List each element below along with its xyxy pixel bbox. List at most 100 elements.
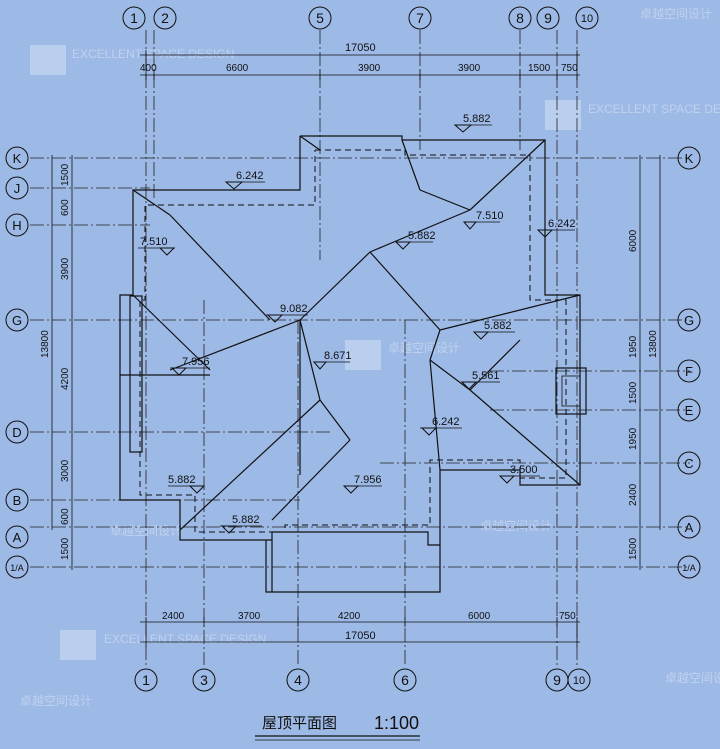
axis-bubbles-bottom: 1 3 4 6 9 10 — [134, 668, 591, 692]
svg-text:2400: 2400 — [162, 611, 185, 622]
axis-bubble: 5 — [308, 6, 332, 30]
axis-bubble: 10 — [567, 668, 591, 692]
axis-bubble: 6 — [393, 668, 417, 692]
svg-text:7.510: 7.510 — [140, 236, 168, 248]
svg-text:13800: 13800 — [40, 330, 51, 358]
axis-bubble: 1/A — [677, 555, 701, 579]
svg-text:3000: 3000 — [60, 459, 71, 482]
axis-bubble: 7 — [408, 6, 432, 30]
svg-text:6.242: 6.242 — [432, 416, 460, 428]
watermark-text: EXCELLENT SPACE DESIGN — [588, 102, 720, 116]
elevation-marker: 6.242 — [536, 218, 576, 238]
roof-outline — [119, 135, 587, 593]
axis-bubble: 8 — [508, 6, 532, 30]
axis-bubble: G — [677, 308, 701, 332]
svg-text:7.956: 7.956 — [182, 356, 210, 368]
axis-bubble: 9 — [536, 6, 560, 30]
svg-text:D: D — [12, 425, 21, 440]
svg-text:17050: 17050 — [345, 630, 376, 642]
elevation-marker: 5.561 — [460, 370, 500, 390]
svg-text:6: 6 — [401, 672, 409, 688]
svg-text:4: 4 — [294, 672, 302, 688]
watermark-text: 卓越空间设计 — [388, 341, 460, 355]
svg-text:1/A: 1/A — [10, 563, 24, 573]
svg-text:1950: 1950 — [628, 335, 639, 358]
svg-text:1950: 1950 — [628, 427, 639, 450]
watermark-text: EXCELLENT SPACE DESIGN — [72, 47, 234, 61]
svg-text:1500: 1500 — [60, 537, 71, 560]
axis-bubble: 1 — [134, 668, 158, 692]
elevation-marker: 5.882 — [168, 474, 206, 494]
watermark-logo-icon — [60, 630, 96, 660]
watermark-logo-icon — [545, 100, 581, 130]
axis-bubble: 4 — [286, 668, 310, 692]
axis-bubble: K — [677, 146, 701, 170]
svg-text:7: 7 — [416, 10, 424, 26]
svg-text:9: 9 — [544, 10, 552, 26]
svg-text:K: K — [685, 151, 694, 166]
elevation-marker: 6.242 — [420, 416, 462, 436]
svg-text:6.242: 6.242 — [236, 170, 264, 182]
svg-text:3: 3 — [200, 672, 208, 688]
watermark-text: 卓越空间设计 — [20, 694, 92, 708]
svg-text:1: 1 — [142, 672, 150, 688]
axis-bubbles-top: 1 2 5 7 8 9 10 — [122, 6, 599, 30]
svg-text:G: G — [684, 313, 694, 328]
svg-text:3700: 3700 — [238, 611, 261, 622]
svg-text:1/A: 1/A — [682, 563, 696, 573]
svg-text:9.082: 9.082 — [280, 303, 308, 315]
svg-text:6000: 6000 — [628, 229, 639, 252]
svg-text:6.242: 6.242 — [548, 218, 576, 230]
elevation-marker: 7.956 — [170, 356, 210, 376]
elevation-markers: 5.882 6.242 7.510 5.882 6.242 7.510 9.08… — [138, 113, 576, 534]
dimension-lines — [51, 50, 661, 647]
grid-lines-horizontal — [30, 157, 690, 568]
svg-text:4200: 4200 — [60, 367, 71, 390]
svg-text:6600: 6600 — [226, 63, 249, 74]
watermark-group: EXCELLENT SPACE DESIGN EXCELLENT SPACE D… — [20, 7, 720, 708]
svg-text:1: 1 — [130, 10, 138, 26]
elevation-marker: 7.510 — [462, 210, 504, 230]
axis-bubble: C — [677, 451, 701, 475]
svg-text:10: 10 — [581, 13, 593, 25]
svg-text:1500: 1500 — [628, 381, 639, 404]
svg-text:400: 400 — [140, 63, 157, 74]
elevation-marker: 3.500 — [498, 464, 540, 484]
svg-text:3900: 3900 — [60, 257, 71, 280]
axis-bubble: J — [5, 176, 29, 200]
svg-text:5.882: 5.882 — [484, 320, 512, 332]
svg-text:8.671: 8.671 — [324, 350, 352, 362]
drawing-title: 屋顶平面图 — [262, 715, 337, 732]
axis-bubbles-left: K J H G D B A 1/A — [5, 146, 29, 579]
axis-bubble: 9 — [545, 668, 569, 692]
svg-text:A: A — [685, 520, 694, 535]
svg-text:6000: 6000 — [468, 611, 491, 622]
elevation-marker: 7.510 — [138, 236, 176, 256]
svg-text:9: 9 — [553, 672, 561, 688]
watermark-text: EXCELLENT SPACE DESIGN — [104, 632, 266, 646]
svg-text:5.882: 5.882 — [232, 514, 260, 526]
svg-text:5.882: 5.882 — [463, 113, 491, 125]
axis-bubble: B — [5, 488, 29, 512]
svg-text:7.956: 7.956 — [354, 474, 382, 486]
svg-text:J: J — [14, 181, 21, 196]
axis-bubble: 1 — [122, 6, 146, 30]
svg-text:7.510: 7.510 — [476, 210, 504, 222]
svg-text:3900: 3900 — [358, 63, 381, 74]
svg-text:17050: 17050 — [345, 42, 376, 54]
svg-text:750: 750 — [561, 63, 578, 74]
svg-text:E: E — [685, 403, 694, 418]
top-dimension-labels: 17050 400 6600 3900 3900 1500 750 — [140, 42, 578, 74]
drawing-scale: 1:100 — [374, 713, 419, 733]
svg-text:1500: 1500 — [528, 63, 551, 74]
svg-text:5.882: 5.882 — [408, 230, 436, 242]
watermark-text: 卓越空间设计 — [665, 671, 720, 685]
svg-text:1500: 1500 — [628, 537, 639, 560]
svg-text:1500: 1500 — [60, 163, 71, 186]
svg-text:B: B — [13, 493, 22, 508]
axis-bubble: 1/A — [5, 555, 29, 579]
svg-text:C: C — [684, 456, 693, 471]
svg-text:5.882: 5.882 — [168, 474, 196, 486]
axis-bubble: D — [5, 420, 29, 444]
